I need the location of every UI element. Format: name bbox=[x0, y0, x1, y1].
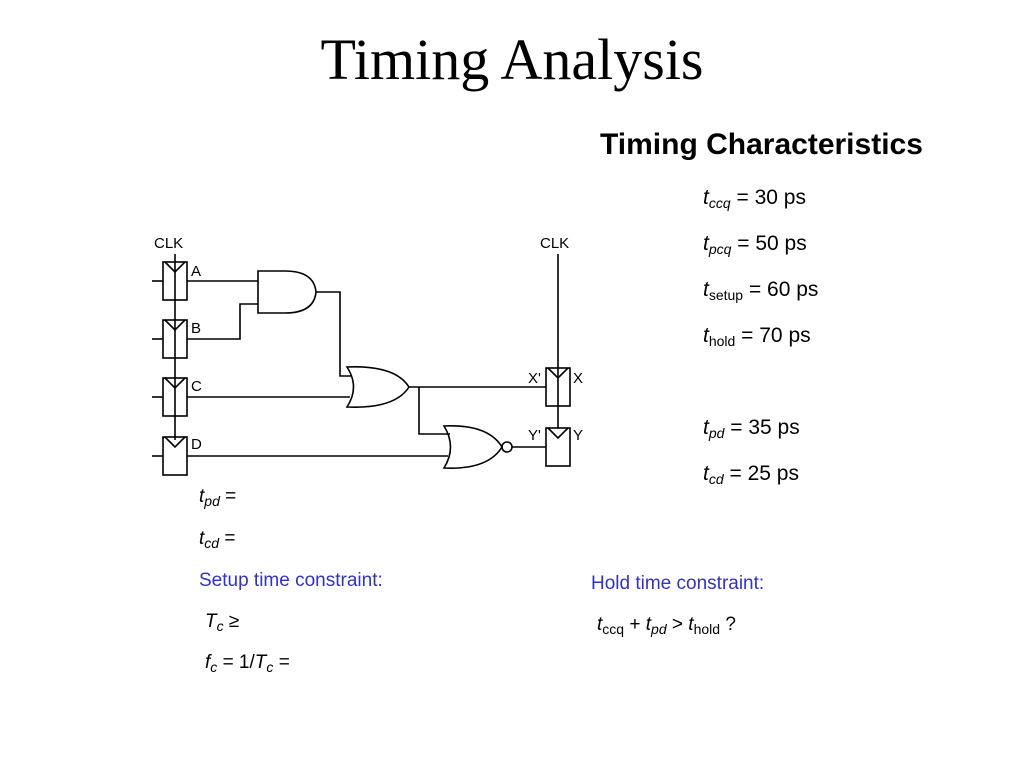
param-tsetup: tsetup = 60 ps bbox=[703, 278, 819, 303]
flip-flop-y bbox=[545, 427, 571, 467]
analysis-tcd: tcd = bbox=[199, 528, 236, 551]
flip-flop-x-input-label: X' bbox=[528, 370, 541, 387]
wire-b bbox=[187, 303, 258, 340]
hold-constraint-expression: tccq + tpd > thold ? bbox=[597, 614, 736, 637]
wire-or-to-nor bbox=[418, 387, 450, 435]
clk-right-label: CLK bbox=[540, 235, 569, 252]
or-gate bbox=[345, 366, 410, 408]
param-tcd: tcd = 25 ps bbox=[703, 462, 799, 487]
nor-gate bbox=[442, 425, 503, 469]
flip-flop-x bbox=[545, 367, 571, 407]
flip-flop-y-output-label: Y bbox=[573, 427, 583, 444]
flip-flop-d-label: D bbox=[191, 436, 202, 453]
flip-flop-a-label: A bbox=[191, 263, 201, 280]
flip-flop-a bbox=[152, 261, 188, 301]
param-tpd: tpd = 35 ps bbox=[703, 416, 800, 441]
param-tpcq: tpcq = 50 ps bbox=[703, 232, 807, 257]
flip-flop-b-label: B bbox=[191, 320, 201, 337]
flip-flop-d bbox=[152, 436, 188, 476]
setup-constraint-title: Setup time constraint: bbox=[199, 570, 383, 591]
page-title: Timing Analysis bbox=[320, 27, 704, 92]
analysis-tpd: tpd = bbox=[199, 486, 237, 509]
nor-bubble bbox=[501, 441, 513, 453]
analysis-fc: fc = 1/Tc = bbox=[205, 652, 290, 675]
clk-left-label: CLK bbox=[154, 235, 183, 252]
param-thold: thold = 70 ps bbox=[703, 324, 811, 349]
analysis-tc: Tc ≥ bbox=[205, 611, 240, 634]
flip-flop-c bbox=[152, 377, 188, 417]
wire-and-out bbox=[316, 291, 352, 377]
flip-flop-y-input-label: Y' bbox=[528, 427, 541, 444]
hold-constraint-title: Hold time constraint: bbox=[591, 573, 765, 594]
flip-flop-c-label: C bbox=[191, 378, 202, 395]
flip-flop-b bbox=[152, 319, 188, 359]
timing-characteristics-heading: Timing Characteristics bbox=[600, 128, 923, 161]
and-gate bbox=[257, 270, 317, 314]
param-tccq: tccq = 30 ps bbox=[703, 186, 806, 211]
flip-flop-x-output-label: X bbox=[573, 370, 583, 387]
